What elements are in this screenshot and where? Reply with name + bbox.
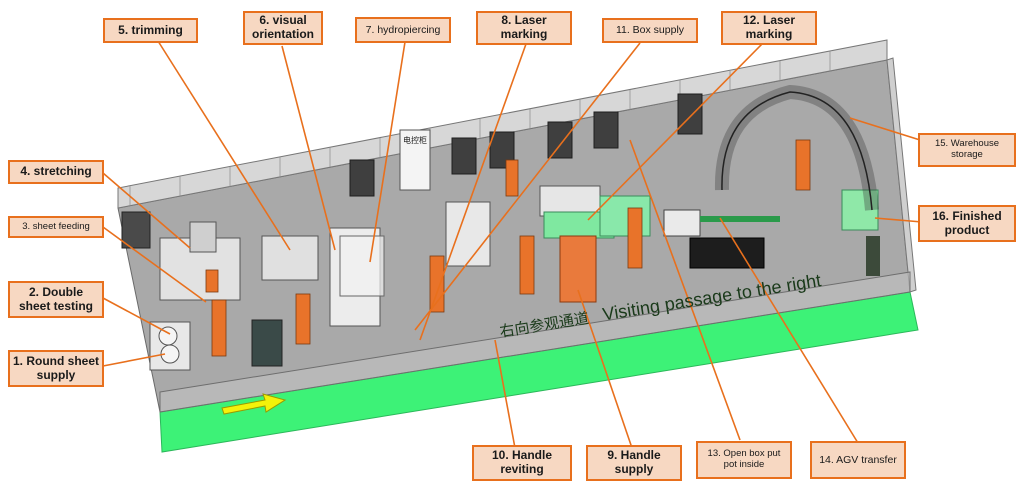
label-10-handle-reviting: 10. Handle reviting [472,445,572,481]
machine-trimming [261,235,319,281]
display-screen [689,237,765,269]
stretching-press-top [189,221,217,253]
electric-cabinet-text: 电控柜 [403,135,427,145]
agv-vehicle [663,209,701,237]
agv-track [700,216,780,222]
operator-figure [866,236,880,276]
label-6-visual-orientation: 6. visual orientation [243,11,323,45]
label-1-round-sheet-supply: 1. Round sheet supply [8,350,104,387]
back-cabinets [349,93,703,197]
label-7-hydropiercing: 7. hydropiercing [355,17,451,43]
label-5-trimming: 5. trimming [103,18,198,43]
warehouse-rack-outline [721,91,873,211]
label-2-double-sheet-testing: 2. Double sheet testing [8,281,104,318]
label-8-laser-marking: 8. Laser marking [476,11,572,45]
box-supply-conveyor [539,185,601,217]
machine-laser-marking-1 [445,201,491,267]
leader-lines [102,40,923,449]
cabinet-left [121,211,151,249]
front-fence [159,271,911,413]
label-12-laser-marking: 12. Laser marking [721,11,817,45]
electric-cabinet [399,129,431,191]
label-9-handle-supply: 9. Handle supply [586,445,682,481]
right-fence [886,57,917,293]
robots [205,139,811,357]
label-16-finished-product: 16. Finished product [918,205,1016,242]
open-box-station [599,195,651,237]
inspection-gate [251,319,283,367]
label-4-stretching: 4. stretching [8,160,104,184]
label-15-warehouse-storage: 15. Warehouse storage [918,133,1016,167]
label-11-box-supply: 11. Box supply [602,18,698,43]
label-13-open-box-put-pot-inside: 13. Open box put pot inside [696,441,792,479]
label-14-agv-transfer: 14. AGV transfer [810,441,906,479]
back-fence [117,39,888,209]
label-3-sheet-feeding: 3. sheet feeding [8,216,104,238]
machine-hydropiercing [339,235,385,297]
direction-arrow [221,393,287,415]
